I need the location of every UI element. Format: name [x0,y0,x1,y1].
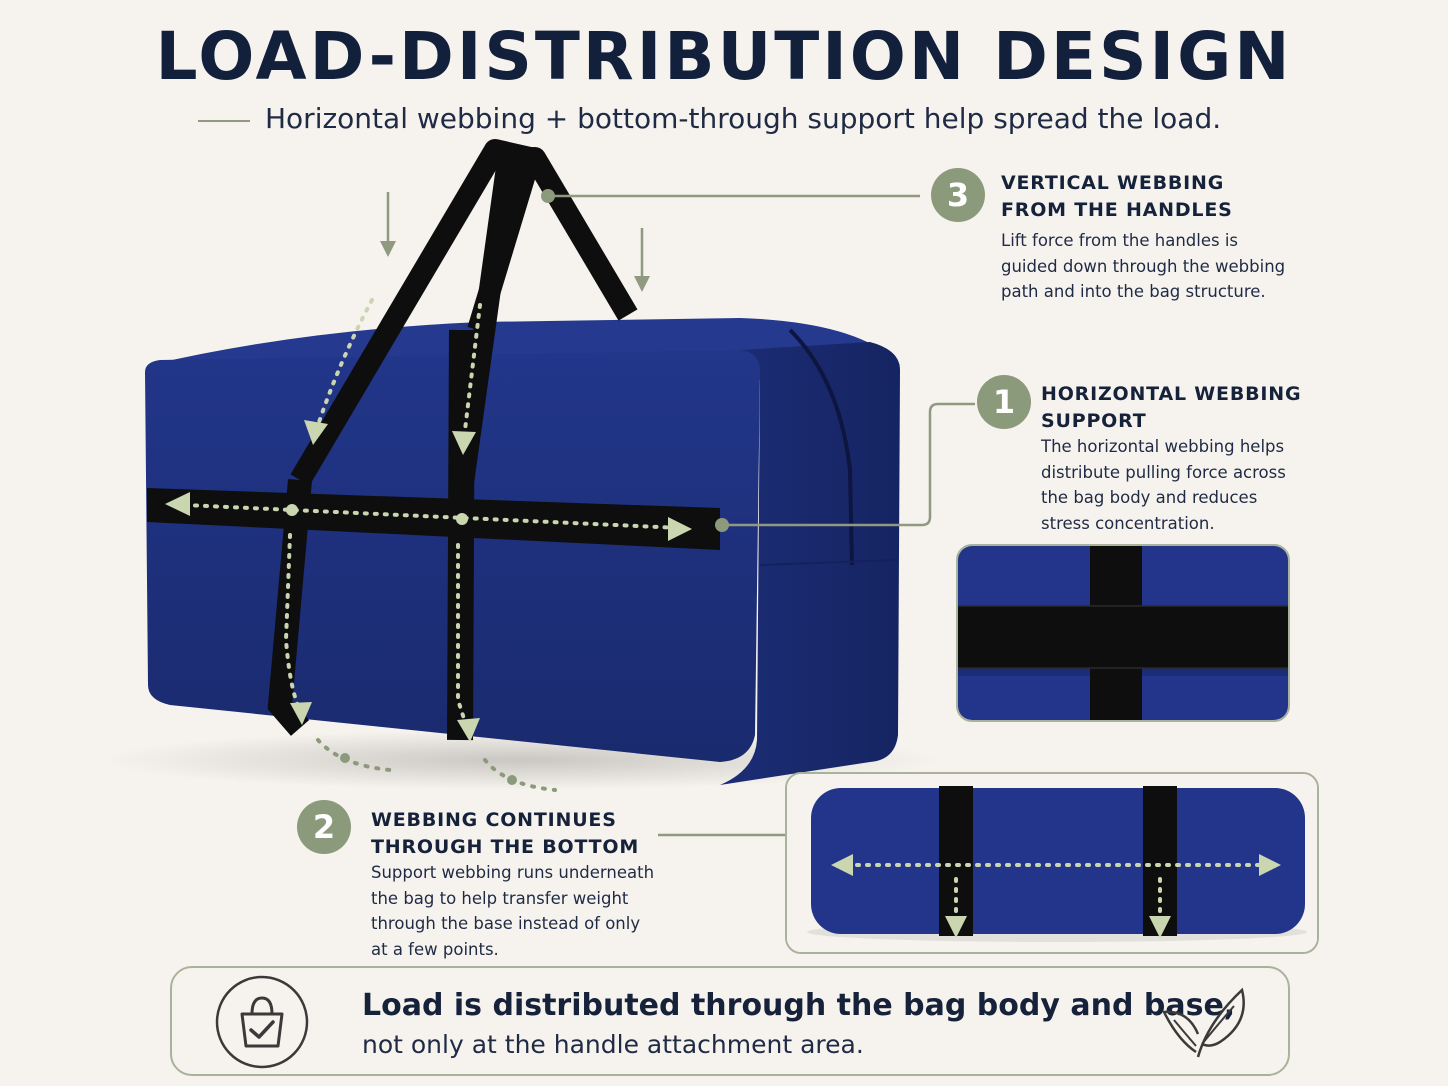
inset-vertical-strap [1090,546,1142,720]
subtitle-divider [198,120,250,122]
callout-badge-1: 1 [977,375,1031,429]
inset-bottom-view [785,772,1319,954]
footer-summary-box [170,966,1290,1076]
bag-handle-right [451,147,638,492]
callout-desc-1: The horizontal webbing helps distribute … [1041,437,1286,533]
page-title: LOAD-DISTRIBUTION DESIGN [155,18,1293,95]
callout-desc-2: Support webbing runs underneath the bag … [371,863,655,959]
shopping-bag-check-icon [215,975,309,1069]
callout-badge-2: 2 [297,800,351,854]
bag-base [811,788,1305,934]
page-subtitle: Horizontal webbing + bottom-through supp… [265,102,1222,135]
vertical-webbing-left [267,478,312,736]
leader-line-1 [722,402,975,527]
callout-heading-2: WEBBING CONTINUES THROUGH THE BOTTOM [371,809,640,858]
inset-webbing-closeup [956,544,1290,722]
base-strap-left [939,786,973,936]
callout-badge-3: 3 [931,168,985,222]
horizontal-webbing [147,488,720,550]
callout-desc-3: Lift force from the handles is guided do… [1001,231,1286,301]
footer-main-text: Load is distributed through the bag body… [362,988,1236,1023]
bag-zipper [788,328,854,566]
leaf-icon [1162,987,1245,1058]
callout-heading-3: VERTICAL WEBBING FROM THE HANDLES [1001,172,1233,221]
callout-heading-1: HORIZONTAL WEBBING SUPPORT [1041,383,1302,432]
horizontal-force-arrow [183,503,682,530]
base-strap-right [1143,786,1177,936]
footer-sub-text: not only at the handle attachment area. [362,1030,864,1059]
